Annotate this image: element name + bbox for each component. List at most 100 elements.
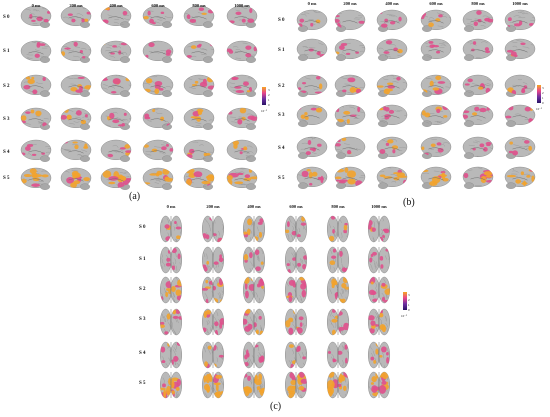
brain-lateral: [226, 167, 258, 190]
colorbar-tick-0: 0: [268, 103, 270, 107]
colorbar: [537, 85, 541, 103]
colorbar-tick-0: 0: [542, 101, 544, 105]
brain-lateral: [142, 40, 174, 63]
colorbar-tick-1: 1: [408, 303, 410, 307]
brain-lateral: [296, 9, 328, 32]
row-label-s5: S 5: [139, 381, 146, 386]
panel-b: 0 ms 200 ms 400 ms 600 ms 800 ms 1000 ms…: [278, 0, 550, 212]
brain-top: [160, 308, 182, 336]
row-label-s4: S 4: [139, 351, 146, 356]
brain-top: [243, 341, 265, 369]
brain-lateral: [60, 40, 92, 63]
brain-lateral: [376, 136, 408, 159]
brain-lateral: [60, 167, 92, 190]
row-label-s5: S 5: [278, 176, 285, 181]
brain-top: [327, 308, 349, 336]
brain-lateral: [376, 166, 408, 189]
colorbar: [403, 292, 407, 310]
panel-label-a: (a): [129, 191, 141, 202]
brain-lateral: [296, 136, 328, 159]
brain-lateral: [334, 136, 366, 159]
brain-lateral: [376, 9, 408, 32]
brain-lateral: [183, 74, 215, 97]
brain-lateral: [334, 9, 366, 32]
brain-lateral: [376, 38, 408, 61]
brain-lateral: [226, 107, 258, 130]
row-label-s5: S 5: [3, 176, 10, 181]
brain-lateral: [420, 9, 452, 32]
colorbar-tick-1: 1: [268, 98, 270, 102]
brain-lateral: [420, 74, 452, 97]
brain-lateral: [100, 167, 132, 190]
brain-top: [202, 246, 224, 274]
brain-lateral: [20, 167, 52, 190]
brain-lateral: [20, 5, 52, 28]
brain-lateral: [60, 107, 92, 130]
brain-top: [368, 276, 390, 304]
col-label-400ms: 400 ms: [385, 1, 399, 6]
colorbar-tick-1: 1: [542, 96, 544, 100]
brain-lateral: [462, 38, 494, 61]
brain-top: [368, 215, 390, 243]
row-label-s2: S 2: [278, 84, 285, 89]
brain-lateral: [183, 139, 215, 162]
brain-lateral: [334, 38, 366, 61]
brain-top: [160, 246, 182, 274]
brain-lateral: [296, 166, 328, 189]
panel-label-c: (c): [270, 401, 282, 412]
brain-lateral: [100, 107, 132, 130]
brain-lateral: [226, 139, 258, 162]
brain-lateral: [462, 74, 494, 97]
brain-lateral: [183, 40, 215, 63]
brain-lateral: [60, 5, 92, 28]
brain-lateral: [504, 166, 536, 189]
colorbar-tick-0: 0: [408, 308, 410, 312]
brain-lateral: [183, 107, 215, 130]
brain-lateral: [296, 74, 328, 97]
brain-lateral: [142, 74, 174, 97]
brain-lateral: [142, 167, 174, 190]
brain-top: [368, 341, 390, 369]
col-label-1000ms: 1000 ms: [512, 1, 528, 6]
colorbar-unit: 10⁻⁵: [401, 314, 407, 318]
brain-top: [285, 341, 307, 369]
brain-top: [202, 215, 224, 243]
brain-lateral: [462, 9, 494, 32]
brain-lateral: [334, 74, 366, 97]
panel-a: 0 ms 200 ms 400 ms 600 ms 800 ms 1000 ms…: [0, 0, 275, 205]
brain-top: [160, 276, 182, 304]
brain-top: [285, 371, 307, 399]
brain-lateral: [296, 38, 328, 61]
col-label-1000ms: 1000 ms: [234, 3, 250, 8]
brain-lateral: [334, 104, 366, 127]
brain-top: [243, 276, 265, 304]
brain-lateral: [462, 136, 494, 159]
colorbar-tick-2: 2: [408, 298, 410, 302]
row-label-s0: S 0: [139, 225, 146, 230]
panel-a-brain-grid: [20, 5, 266, 190]
brain-lateral: [376, 74, 408, 97]
col-label-600ms: 600 ms: [289, 204, 303, 209]
row-label-s0: S 0: [3, 15, 10, 20]
brain-lateral: [296, 104, 328, 127]
brain-lateral: [420, 166, 452, 189]
row-label-s4: S 4: [3, 150, 10, 155]
row-label-s3: S 3: [139, 317, 146, 322]
row-label-s1: S 1: [278, 48, 285, 53]
brain-top: [368, 308, 390, 336]
row-label-s2: S 2: [3, 84, 10, 89]
brain-lateral: [20, 40, 52, 63]
brain-top: [243, 371, 265, 399]
col-label-0ms: 0 ms: [166, 204, 176, 209]
brain-lateral: [100, 139, 132, 162]
brain-top: [202, 308, 224, 336]
brain-lateral: [142, 5, 174, 28]
brain-lateral: [142, 107, 174, 130]
brain-top: [202, 371, 224, 399]
brain-lateral: [100, 40, 132, 63]
brain-top: [202, 276, 224, 304]
brain-lateral: [504, 9, 536, 32]
colorbar-tick-2: 2: [268, 93, 270, 97]
brain-lateral: [462, 104, 494, 127]
brain-top: [285, 276, 307, 304]
